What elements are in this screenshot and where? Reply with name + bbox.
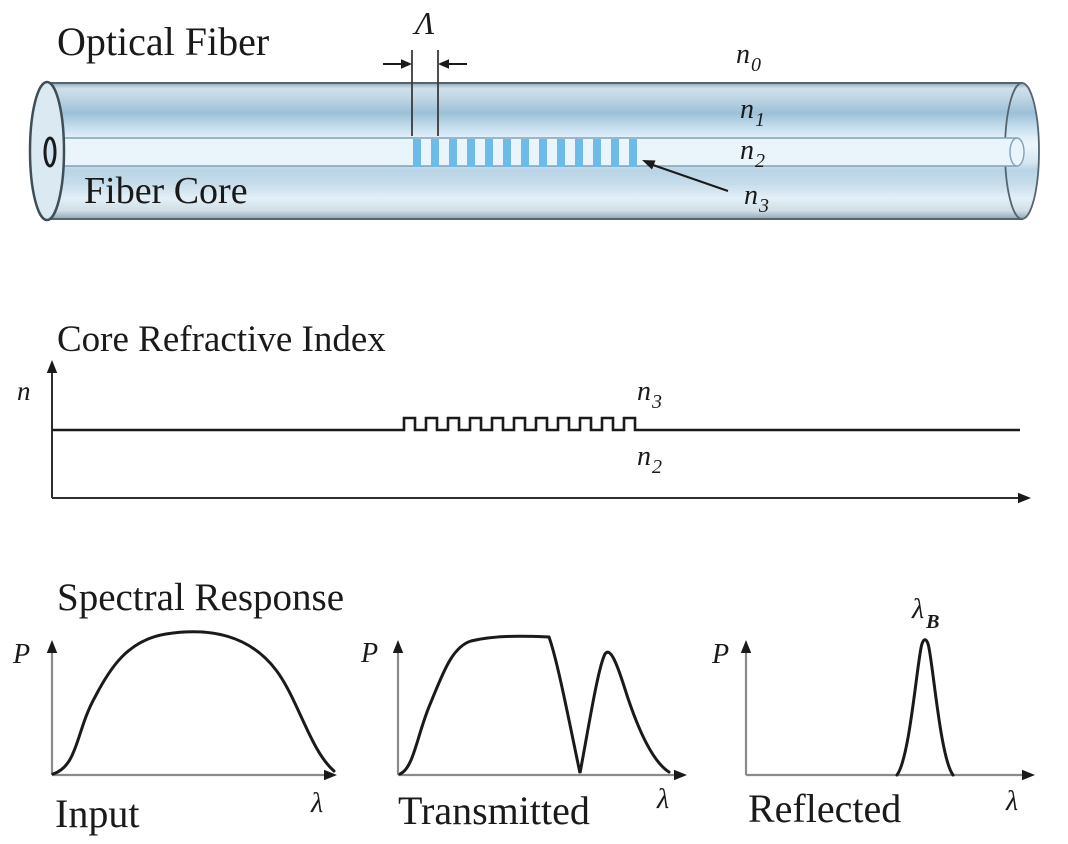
transmitted-spectrum-curve — [398, 634, 671, 776]
index-y-axis-label: n — [17, 376, 31, 406]
n3-label: n3 — [744, 180, 769, 217]
input-x-label: λ — [310, 788, 323, 819]
fiber-core-left-end — [43, 136, 57, 168]
transmitted-plot-name: Transmitted — [398, 788, 590, 833]
n3-pointer-arrowhead-icon — [642, 160, 656, 170]
reflected-spectrum-peak-curve — [895, 638, 955, 777]
input-y-label: P — [12, 639, 30, 670]
index-n3-label: n3 — [637, 376, 662, 413]
spectral-title: Spectral Response — [57, 576, 344, 619]
input-plot-name: Input — [55, 791, 139, 836]
n1-label: n1 — [740, 94, 765, 131]
grating-period-marker: Λ — [383, 5, 467, 136]
period-lambda-label: Λ — [412, 5, 435, 41]
input-plot: P λ Input — [12, 630, 337, 836]
transmitted-x-label: λ — [656, 784, 669, 815]
index-n2-label: n2 — [637, 441, 662, 478]
optical-fiber-title: Optical Fiber — [57, 19, 269, 64]
fiber-core-right-cap — [1009, 137, 1025, 167]
period-left-arrowhead-icon — [401, 59, 412, 69]
input-spectrum-curve — [51, 630, 336, 776]
fiber-core-label: Fiber Core — [84, 170, 248, 212]
n3-pointer — [642, 160, 729, 192]
reflected-x-label: λ — [1005, 786, 1018, 817]
refractive-index-profile — [52, 416, 1020, 432]
index-y-axis-arrowhead-icon — [46, 360, 58, 373]
transmitted-x-axis-arrowhead-icon — [674, 769, 687, 781]
index-x-axis-arrowhead-icon — [1018, 492, 1031, 504]
n3-pointer-line — [652, 164, 729, 192]
transmitted-y-axis-arrowhead-icon — [392, 640, 404, 653]
transmitted-plot: P λ Transmitted — [360, 634, 687, 833]
n2-label: n2 — [740, 135, 765, 172]
reflected-x-axis-arrowhead-icon — [1022, 769, 1035, 781]
fiber-core-band — [51, 138, 1017, 166]
transmitted-y-label: P — [360, 638, 378, 669]
refractive-index-plot: Core Refractive Index n n3 n2 — [17, 319, 1031, 504]
reflected-plot-name: Reflected — [748, 786, 901, 831]
input-y-axis-arrowhead-icon — [46, 640, 58, 653]
spectral-response: Spectral Response P λ Input P λ Transmit… — [12, 576, 1035, 836]
bragg-grating-stripes — [413, 139, 637, 167]
reflected-y-axis-arrowhead-icon — [740, 640, 752, 653]
reflected-y-label: P — [711, 639, 729, 670]
period-right-arrowhead-icon — [438, 59, 449, 69]
optical-fiber-diagram: Λ Optical Fiber Fiber Core n0 n1 n2 n3 — [28, 5, 1040, 222]
n0-label: n0 — [736, 39, 761, 76]
input-x-axis-arrowhead-icon — [324, 769, 337, 781]
index-plot-title: Core Refractive Index — [57, 319, 386, 360]
